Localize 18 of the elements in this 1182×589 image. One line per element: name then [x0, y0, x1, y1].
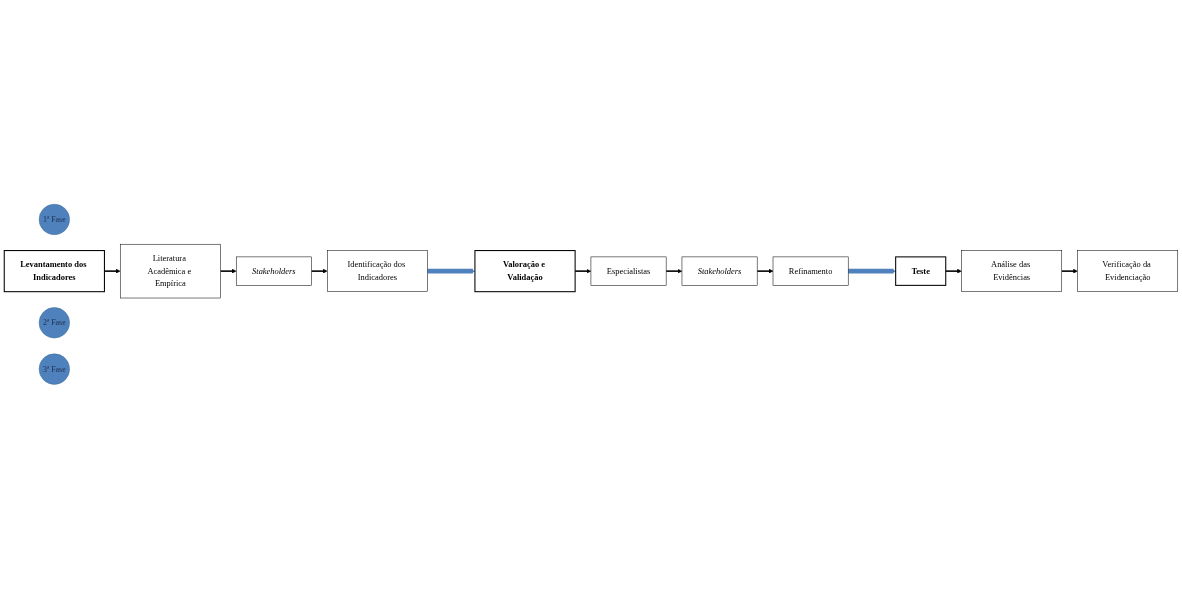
node-box: Refinamento [772, 256, 849, 286]
arrow [219, 269, 237, 274]
node-box: Teste [895, 256, 947, 287]
arrow [426, 268, 476, 274]
arrow [665, 269, 683, 274]
node-box: Análise das Evidências [961, 250, 1062, 293]
node-box: Stakeholders [236, 256, 312, 286]
node-box: Stakeholders [681, 256, 758, 286]
node-box: Especialistas [590, 256, 667, 286]
node-box: Literatura Acadêmica e Empírica [120, 244, 221, 299]
node-box: Valoração e Validação [474, 250, 576, 293]
arrow [1060, 269, 1078, 274]
arrow [847, 268, 896, 274]
node-box: Levantamento dos Indicadores [3, 250, 105, 293]
node-box: Verificação da Evidenciação [1077, 250, 1178, 293]
arrow [310, 269, 328, 274]
arrow [756, 269, 774, 274]
node-box: Identificação dos Indicadores [327, 250, 428, 293]
